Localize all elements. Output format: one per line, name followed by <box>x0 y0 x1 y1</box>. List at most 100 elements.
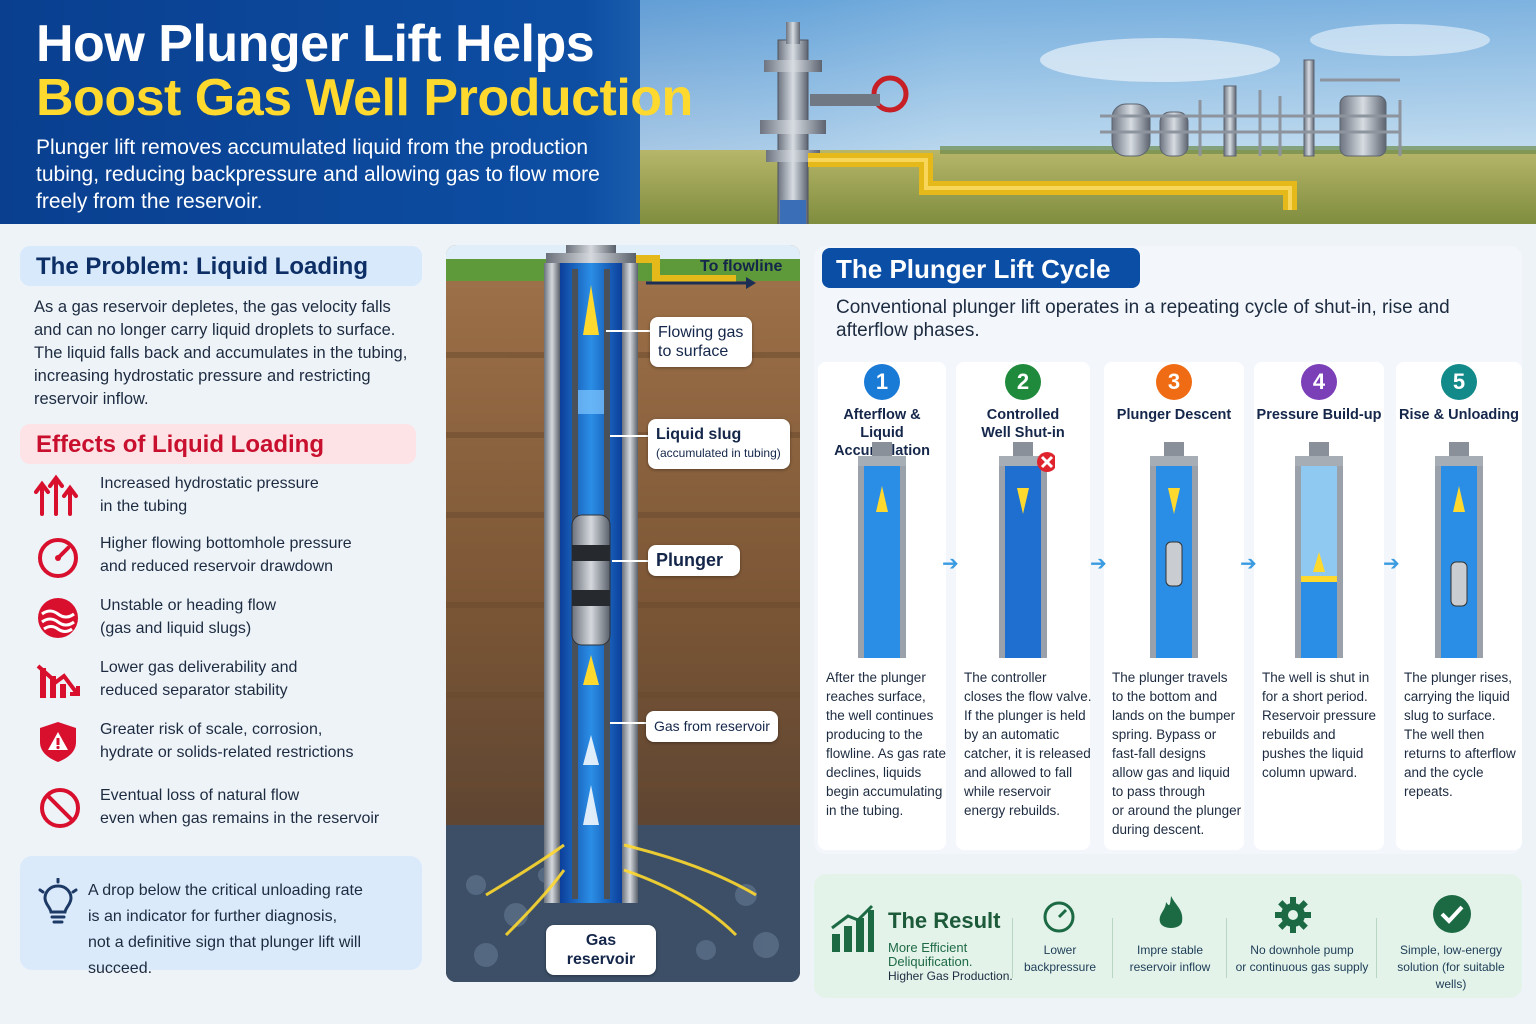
gauge-icon <box>1043 901 1075 933</box>
result-item-line2: reservoir inflow <box>1129 960 1211 974</box>
result-item: No downhole pump or continuous gas suppl… <box>1232 942 1372 976</box>
step-description-line: closes the flow valve. <box>964 689 1092 704</box>
effect-line1: Greater risk of scale, corrosion, <box>100 721 323 738</box>
result-item-line2: backpressure <box>1023 960 1097 974</box>
pressure-arrows-icon <box>34 474 78 516</box>
flame-icon <box>1159 896 1183 928</box>
result-subtitle: More Efficient Deliquification. <box>888 941 973 969</box>
effect-line2: reduced separator stability <box>100 682 288 699</box>
step-number: 3 <box>1156 364 1192 400</box>
step-name: Plunger Descent <box>1104 406 1244 424</box>
step-description-line: in the tubing. <box>826 803 904 818</box>
page-title-line1: How Plunger Lift Helps <box>36 15 595 73</box>
diagnosis-note: A drop below the critical unloading rate… <box>20 856 422 977</box>
gear-icon <box>1275 897 1311 933</box>
step-description-line: rebuilds and <box>1262 727 1336 742</box>
effects-heading: Effects of Liquid Loading <box>20 424 416 464</box>
result-heading: The Result <box>888 908 1001 933</box>
wave-flow-icon <box>38 598 78 638</box>
checkmark-icon <box>1433 895 1471 933</box>
effect-item: Lower gas deliverability and reduced sep… <box>34 656 414 706</box>
effect-line2: (gas and liquid slugs) <box>100 620 252 637</box>
cycle-arrow-icon: ➔ <box>1240 553 1257 575</box>
flowing-gas-callout: Flowing gas to surface <box>650 317 752 367</box>
step-description-line: and the cycle <box>1404 765 1484 780</box>
note-line2: is an indicator for further diagnosis, <box>88 908 338 925</box>
step-number: 5 <box>1441 364 1477 400</box>
step-tube-illustration <box>1435 442 1483 658</box>
step-description-line: The plunger travels <box>1112 670 1228 685</box>
flowing-gas-line2: to surface <box>658 343 729 360</box>
cycle-arrow-icon: ➔ <box>942 553 959 575</box>
step-description-line: column upward. <box>1262 765 1358 780</box>
to-flowline-label: To flowline <box>700 258 783 275</box>
step-description-line: for a short period. <box>1262 689 1368 704</box>
problem-text: As a gas reservoir depletes, the gas vel… <box>34 298 408 408</box>
effect-line2: even when gas remains in the reservoir <box>100 810 380 827</box>
gas-from-reservoir-callout: Gas from reservoir <box>646 711 778 742</box>
step-name-line1: Afterflow & <box>843 407 921 423</box>
divider <box>1012 918 1013 978</box>
step-tube-illustration <box>999 442 1055 658</box>
step-description-line: repeats. <box>1404 784 1453 799</box>
effect-line1: Higher flowing bottomhole pressure <box>100 535 352 552</box>
liquid-slug-sublabel: (accumulated in tubing) <box>656 446 781 460</box>
effect-line1: Increased hydrostatic pressure <box>100 475 319 492</box>
step-description-line: producing to the <box>826 727 923 742</box>
gauge-icon <box>38 538 78 578</box>
step-name-line1: Rise & Unloading <box>1398 407 1520 423</box>
step-tube-illustration <box>1295 442 1343 658</box>
step-name-line1: Pressure Build-up <box>1256 407 1382 423</box>
result-item-line2: solution (for suitable wells) <box>1397 960 1505 991</box>
step-description-line: allow gas and liquid <box>1112 765 1230 780</box>
step-description-line: The plunger rises, <box>1404 670 1513 685</box>
result-sub-line1: More Efficient <box>888 940 968 955</box>
header-banner: How Plunger Lift Helps Boost Gas Well Pr… <box>0 0 1536 224</box>
step-description-line: After the plunger <box>826 670 926 685</box>
step-name-line2: Well Shut-in <box>981 425 1065 441</box>
step-tube-illustration <box>858 442 906 658</box>
effect-item: Eventual loss of natural flow even when … <box>34 784 414 834</box>
step-description-line: slug to surface. <box>1404 708 1496 723</box>
page-subtitle: Plunger lift removes accumulated liquid … <box>36 136 600 213</box>
step-description-line: catcher, it is released <box>964 746 1091 761</box>
result-sub-line2: Deliquification. <box>888 954 973 969</box>
effect-line2: hydrate or solids-related restrictions <box>100 744 354 761</box>
effect-line2: and reduced reservoir drawdown <box>100 558 334 575</box>
problem-heading: The Problem: Liquid Loading <box>20 246 422 286</box>
effect-line1: Unstable or heading flow <box>100 597 277 614</box>
step-description-line: the well continues <box>826 708 934 723</box>
well-illustration <box>446 245 800 982</box>
cycle-heading: The Plunger Lift Cycle <box>822 248 1140 288</box>
step-number: 4 <box>1301 364 1337 400</box>
step-tube-illustration <box>1150 442 1198 658</box>
step-description-line: The well then <box>1404 727 1485 742</box>
effect-line2: in the tubing <box>100 498 188 515</box>
step-name-line1: Plunger Descent <box>1116 407 1232 423</box>
step-description-line: returns to afterflow <box>1404 746 1516 761</box>
step-name-line1: Controlled <box>986 407 1060 423</box>
step-number: 2 <box>1005 364 1041 400</box>
result-item-line2: or continuous gas supply <box>1235 960 1369 974</box>
note-line3: not a definitive sign that plunger lift … <box>88 934 362 977</box>
liquid-slug-label: Liquid slug <box>656 426 742 443</box>
step-description-line: spring. Bypass or <box>1112 727 1217 742</box>
gas-reservoir-label: Gas reservoir <box>546 925 656 975</box>
step-description-line: reaches surface, <box>826 689 926 704</box>
step-number: 1 <box>864 364 900 400</box>
step-name: Rise & Unloading <box>1396 406 1522 424</box>
wellhead-facility-illustration <box>640 0 1536 224</box>
growth-chart-icon <box>831 904 874 952</box>
divider <box>1226 918 1227 978</box>
step-description-line: lands on the bumper <box>1112 708 1236 723</box>
step-description-line: fast-fall designs <box>1112 746 1206 761</box>
divider <box>1112 918 1113 978</box>
